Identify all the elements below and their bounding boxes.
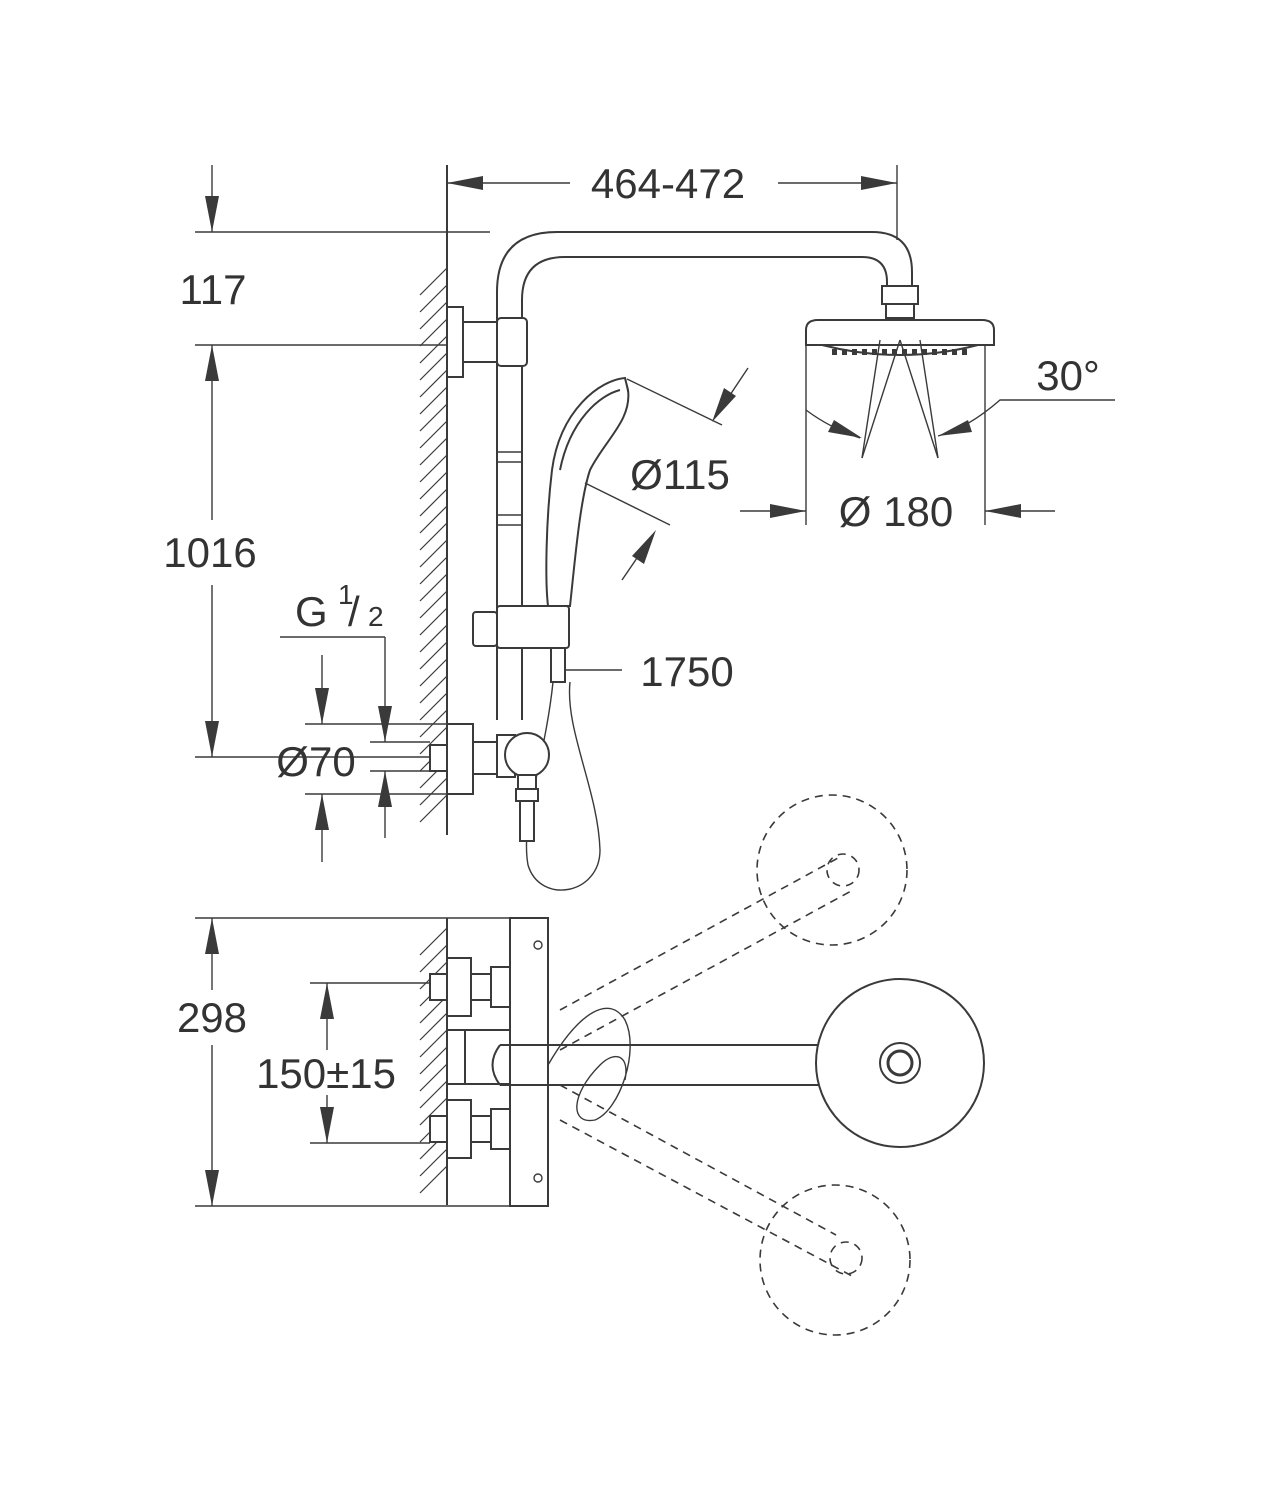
spray-angle-label: 30° [1036, 352, 1100, 399]
wall-hatch-line [419, 1012, 448, 1041]
wall-hatch-line [419, 794, 448, 823]
wall-hatch-line [419, 944, 448, 973]
dimension-connection-thread: G 1 / 2 [280, 579, 430, 838]
wall-hatch-line [419, 1097, 448, 1126]
shower-column [496, 231, 913, 720]
dimension-height: 1016 [163, 345, 430, 758]
dimension-rosette: Ø70 [276, 655, 447, 862]
wall-hatch-line [419, 1063, 448, 1092]
nozzle [852, 349, 857, 355]
fraction-slash: / [348, 588, 360, 635]
wall-hatch-line [419, 301, 448, 330]
slide-bar-holder [472, 605, 570, 683]
wall-hatch-line [419, 1029, 448, 1058]
wall-hatch-line [419, 1080, 448, 1109]
dimension-head-shower: Ø 180 [740, 345, 1055, 535]
wall-hatch-line [419, 318, 448, 347]
top-offset-label: 117 [180, 266, 247, 313]
nozzle [882, 349, 887, 355]
nozzle [952, 349, 957, 355]
wall-front-view [419, 165, 448, 835]
wall-hatch-line [419, 1148, 448, 1177]
head-shower-side [805, 285, 995, 459]
diverter-mixer [429, 723, 550, 842]
nozzle [962, 349, 967, 355]
wall-bracket [446, 306, 528, 378]
hand-shower [545, 376, 630, 607]
wall-hatch-line [419, 607, 448, 636]
dimension-spray-angle: 30° [805, 352, 1115, 439]
wall-hatch-line [419, 539, 448, 568]
wall-hatch-line [419, 437, 448, 466]
dimension-hand-shower: Ø115 [584, 367, 749, 581]
wall-hatch-line [419, 641, 448, 670]
nozzle [892, 349, 897, 355]
dimension-inlet-spacing: 150±15 [256, 982, 430, 1144]
height-label: 1016 [163, 529, 256, 576]
nozzle [862, 349, 867, 355]
wall-hatch-line [419, 692, 448, 721]
wall-hatch-line [419, 386, 448, 415]
inlet-connectors-top [429, 957, 511, 1159]
wall-hatch-line [419, 420, 448, 449]
nozzle [872, 349, 877, 355]
dimension-depth: 298 [177, 917, 548, 1207]
shower-arm-top [491, 978, 985, 1148]
wall-hatch-line [419, 505, 448, 534]
nozzle [932, 349, 937, 355]
width-range-label: 464-472 [591, 160, 745, 207]
wall-hatch-line [419, 573, 448, 602]
wall-hatch-line [419, 1046, 448, 1075]
wall-hatch-line [419, 352, 448, 381]
wall-hatch-line [419, 1165, 448, 1194]
wall-hatch-line [419, 335, 448, 364]
wall-hatch-line [419, 927, 448, 956]
wall-hatch-line [419, 726, 448, 755]
hand-shower-swing-top [547, 1007, 631, 1122]
hose-length-label: 1750 [640, 648, 733, 695]
wall-hatch-line [419, 777, 448, 806]
wall-hatch-line [419, 369, 448, 398]
dimension-hose: 1750 [565, 648, 734, 695]
wall-hatch-line [419, 590, 448, 619]
nozzle [942, 349, 947, 355]
wall-hatch-line [419, 267, 448, 296]
dimension-width: 464-472 [446, 160, 898, 240]
connection-denominator-label: 2 [368, 601, 384, 632]
depth-label: 298 [177, 994, 247, 1041]
hand-shower-diameter-label: Ø115 [630, 451, 730, 498]
connection-prefix-label: G [295, 588, 328, 635]
wall-hatch-line [419, 403, 448, 432]
rosette-diameter-label: Ø70 [276, 738, 355, 785]
wall-hatch-line [419, 556, 448, 585]
nozzle [832, 349, 837, 355]
wall-top-view [419, 918, 448, 1205]
connection-numerator-label: 1 [338, 579, 354, 610]
shower-arm-rotated-positions [559, 794, 911, 1336]
wall-hatch-line [419, 658, 448, 687]
head-shower-diameter-label: Ø 180 [839, 488, 953, 535]
wall-hatch-line [419, 454, 448, 483]
wall-hatch-line [419, 284, 448, 313]
inlet-spacing-label: 150±15 [256, 1050, 396, 1097]
wall-hatch-line [419, 488, 448, 517]
hose [525, 681, 601, 891]
nozzle [912, 349, 917, 355]
nozzle [842, 349, 847, 355]
dimension-top-offset: 117 [180, 165, 490, 346]
wall-hatch-line [419, 471, 448, 500]
wall-hatch-line [419, 675, 448, 704]
wall-hatch-line [419, 522, 448, 551]
nozzle [922, 349, 927, 355]
wall-hatch-line [419, 624, 448, 653]
